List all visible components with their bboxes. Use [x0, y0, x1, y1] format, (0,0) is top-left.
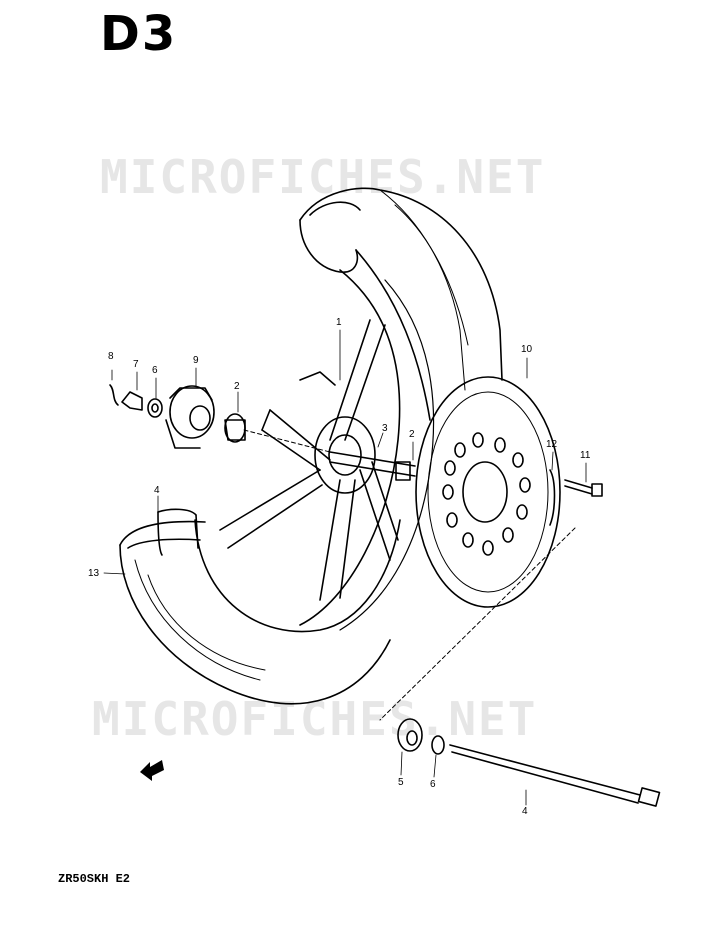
callout-3: 3 — [382, 423, 388, 434]
callout-11: 11 — [580, 450, 591, 461]
front-direction-arrow-icon — [140, 760, 164, 781]
page-code: D3 — [100, 6, 178, 62]
callout-12: 12 — [546, 439, 558, 450]
center-lines — [243, 429, 576, 721]
callout-2: 2 — [234, 381, 240, 392]
callout-13: 13 — [88, 568, 100, 579]
watermark-top: MICROFICHES.NET — [100, 150, 546, 204]
callout-5: 5 — [398, 777, 404, 788]
callout-10: 10 — [521, 344, 533, 355]
callout-7: 7 — [133, 359, 139, 370]
callout-1: 1 — [336, 317, 342, 328]
wheel-rim — [219, 269, 435, 631]
callout-8: 8 — [108, 351, 114, 362]
leader-lines — [103, 329, 587, 806]
tire — [119, 187, 503, 705]
callout-6: 6 — [152, 365, 158, 376]
hub — [314, 416, 416, 494]
disc-bolt — [549, 469, 603, 526]
callout-2: 2 — [409, 429, 415, 440]
axle-assembly — [397, 718, 661, 807]
model-code: ZR50SKH E2 — [58, 872, 131, 886]
left-side-parts — [109, 384, 246, 449]
callout-4: 4 — [522, 806, 528, 817]
callout-4: 4 — [154, 485, 160, 496]
brake-disc — [415, 376, 561, 608]
callout-6: 6 — [430, 779, 436, 790]
callout-9: 9 — [193, 355, 199, 366]
